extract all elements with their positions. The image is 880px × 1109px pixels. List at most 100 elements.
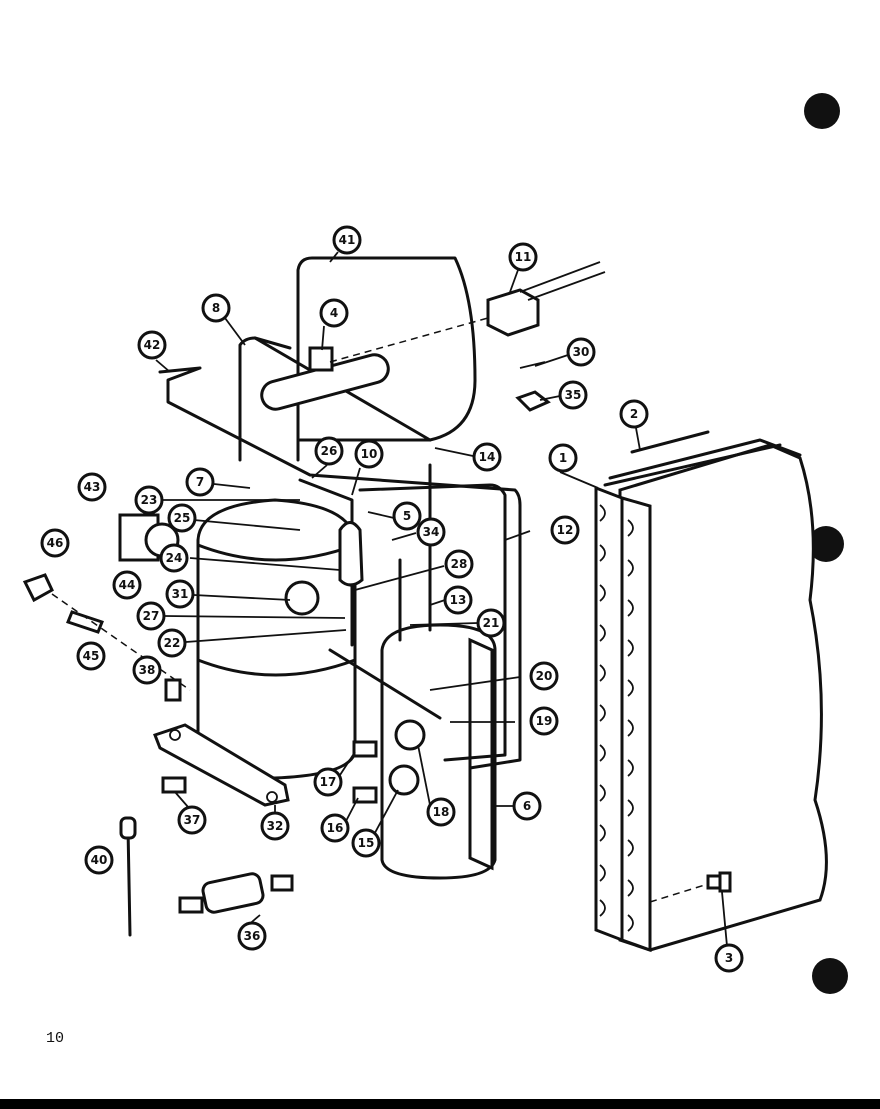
svg-text:18: 18: [433, 805, 450, 819]
svg-text:40: 40: [91, 853, 108, 867]
coil-top-strip: [630, 430, 710, 454]
svg-text:34: 34: [423, 525, 440, 539]
callout-19: 19: [529, 706, 559, 736]
mounting-bracket: [153, 723, 290, 807]
svg-text:14: 14: [479, 450, 496, 464]
callout-10: 10: [354, 439, 384, 469]
condenser-coil: [594, 438, 828, 953]
capillary-tube: [338, 521, 364, 587]
svg-text:43: 43: [84, 480, 101, 494]
callout-37: 37: [177, 805, 207, 835]
svg-text:19: 19: [536, 714, 553, 728]
bolt: [164, 678, 182, 702]
callout-17: 17: [313, 767, 343, 797]
callout-18: 18: [426, 797, 456, 827]
callout-16: 16: [320, 813, 350, 843]
svg-text:44: 44: [119, 578, 136, 592]
reversing-valve: [260, 346, 390, 411]
svg-text:4: 4: [330, 306, 338, 320]
callout-38: 38: [132, 655, 162, 685]
scan-bottom-edge: [0, 1099, 880, 1109]
binder-holes: [804, 93, 848, 994]
coil-return-bends: [599, 504, 634, 932]
svg-text:45: 45: [83, 649, 100, 663]
svg-text:25: 25: [174, 511, 191, 525]
fittings: [352, 719, 426, 804]
svg-text:16: 16: [327, 821, 344, 835]
callout-13: 13: [443, 585, 473, 615]
callout-35: 35: [558, 380, 588, 410]
callout-42: 42: [137, 330, 167, 360]
svg-text:36: 36: [244, 929, 261, 943]
svg-text:20: 20: [536, 669, 553, 683]
svg-text:7: 7: [196, 475, 204, 489]
svg-text:30: 30: [573, 345, 590, 359]
binder-hole-middle: [808, 526, 844, 562]
callout-28: 28: [444, 549, 474, 579]
accumulator: [380, 623, 497, 880]
callout-labels: 41 11 8 4 42 30 35 2 26 10 14 1 7 43 23 …: [40, 225, 744, 973]
callout-26: 26: [314, 436, 344, 466]
fuse-holder: [126, 826, 132, 937]
overload-protector: [284, 580, 320, 616]
svg-text:28: 28: [451, 557, 468, 571]
filter-drier: [178, 872, 294, 914]
callout-1: 1: [548, 443, 578, 473]
svg-text:15: 15: [358, 836, 375, 850]
binder-hole-bottom: [812, 958, 848, 994]
binder-hole-top: [804, 93, 840, 129]
svg-text:17: 17: [320, 775, 337, 789]
callout-36: 36: [237, 921, 267, 951]
svg-text:2: 2: [630, 407, 638, 421]
callout-40: 40: [84, 845, 114, 875]
svg-text:21: 21: [483, 616, 500, 630]
svg-text:26: 26: [321, 444, 338, 458]
svg-text:11: 11: [515, 250, 532, 264]
callout-6: 6: [512, 791, 542, 821]
terminal-cover: [118, 513, 160, 562]
svg-text:27: 27: [143, 609, 160, 623]
page-number: 10: [46, 1030, 65, 1047]
callout-34: 34: [416, 517, 446, 547]
refrigerant-piping: [158, 256, 522, 770]
callout-8: 8: [201, 293, 231, 323]
callout-11: 11: [508, 242, 538, 272]
callout-20: 20: [529, 661, 559, 691]
callout-7: 7: [185, 467, 215, 497]
callout-24: 24: [159, 543, 189, 573]
svg-text:10: 10: [361, 447, 378, 461]
leader-lines: [155, 251, 729, 958]
svg-text:1: 1: [559, 451, 567, 465]
callout-3: 3: [714, 943, 744, 973]
callout-46: 46: [40, 528, 70, 558]
svg-text:8: 8: [212, 301, 220, 315]
sensor-bulb: [519, 361, 546, 369]
callout-27: 27: [136, 601, 166, 631]
callout-21: 21: [476, 608, 506, 638]
callout-14: 14: [472, 442, 502, 472]
wire-tie: [66, 610, 104, 634]
callout-22: 22: [157, 628, 187, 658]
coil-screw: [649, 871, 732, 903]
svg-text:6: 6: [523, 799, 531, 813]
svg-text:31: 31: [172, 587, 189, 601]
callout-15: 15: [351, 828, 381, 858]
svg-text:13: 13: [450, 593, 467, 607]
callout-44: 44: [112, 570, 142, 600]
svg-text:41: 41: [339, 233, 356, 247]
grommet: [161, 776, 187, 794]
callout-43: 43: [77, 472, 107, 502]
callout-2: 2: [619, 399, 649, 429]
wire-clip: [22, 573, 54, 603]
svg-text:37: 37: [184, 813, 201, 827]
solenoid-coil: [329, 261, 606, 363]
callout-23-upper: 23: [134, 485, 164, 515]
cap-nut: [515, 390, 551, 412]
svg-text:24: 24: [166, 551, 183, 565]
svg-text:5: 5: [403, 509, 411, 523]
svg-text:38: 38: [139, 663, 156, 677]
callout-30: 30: [566, 337, 596, 367]
svg-text:23: 23: [141, 493, 158, 507]
svg-text:3: 3: [725, 951, 733, 965]
svg-text:46: 46: [47, 536, 64, 550]
